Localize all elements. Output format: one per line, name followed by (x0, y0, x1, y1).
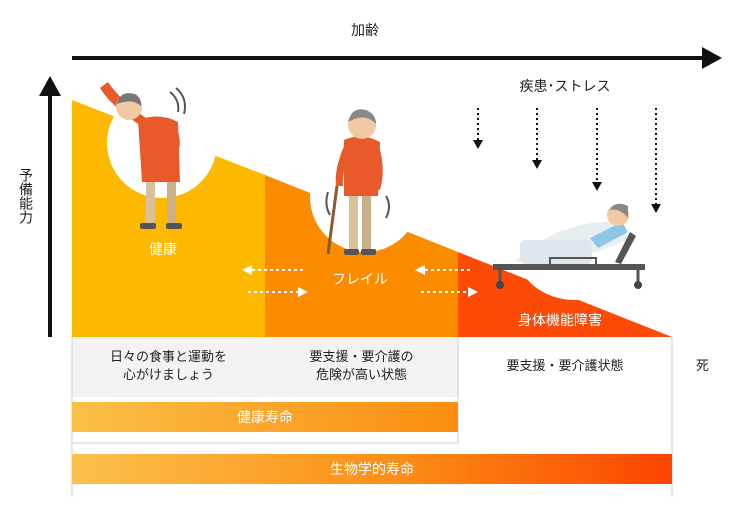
arrow-right-icon (248, 287, 308, 297)
healthy-life-bar: 健康寿命 (237, 410, 293, 426)
capacity-arrow (39, 76, 61, 337)
biological-life-bar: 生物学的寿命 (330, 462, 414, 478)
arrow-down-icon (651, 108, 661, 213)
arrow-down-icon (473, 108, 483, 149)
transition-arrows (242, 265, 478, 297)
info-table (71, 337, 673, 497)
stage-healthy-label: 健康 (149, 242, 177, 258)
stress-arrows (473, 108, 661, 213)
elderly-person-icon (325, 109, 390, 255)
arrow-left-icon (415, 265, 470, 275)
death-label: 死 (696, 359, 710, 374)
arrow-right-icon (421, 287, 478, 297)
col1-line2: 心がけましょう (122, 368, 214, 383)
aging-label: 加齢 (351, 23, 379, 39)
table-col2: 要支援・要介護の 危険が高い状態 (265, 349, 458, 385)
arrow-down-icon (532, 108, 542, 169)
healthy-life-bar-bg (72, 402, 458, 432)
stage-disability-label: 身体機能障害 (518, 313, 602, 329)
capacity-label: 予備能力 (17, 168, 33, 224)
stress-label: 疾患･ストレス (519, 79, 611, 95)
col2-line1: 要支援・要介護の (309, 350, 414, 365)
aging-arrow (72, 47, 722, 69)
stage-frail-label: フレイル (332, 272, 388, 288)
col2-line2: 危険が高い状態 (315, 368, 407, 383)
col1-line1: 日々の食事と運動を (109, 350, 227, 365)
biological-life-bar-bg (72, 454, 672, 484)
stretching-person-icon (100, 82, 186, 229)
arrow-left-icon (242, 265, 303, 275)
arrow-down-icon (592, 108, 602, 191)
patient-in-bed-icon (493, 203, 645, 289)
table-col1: 日々の食事と運動を 心がけましょう (72, 349, 265, 385)
table-col3: 要支援・要介護状態 (506, 359, 624, 374)
